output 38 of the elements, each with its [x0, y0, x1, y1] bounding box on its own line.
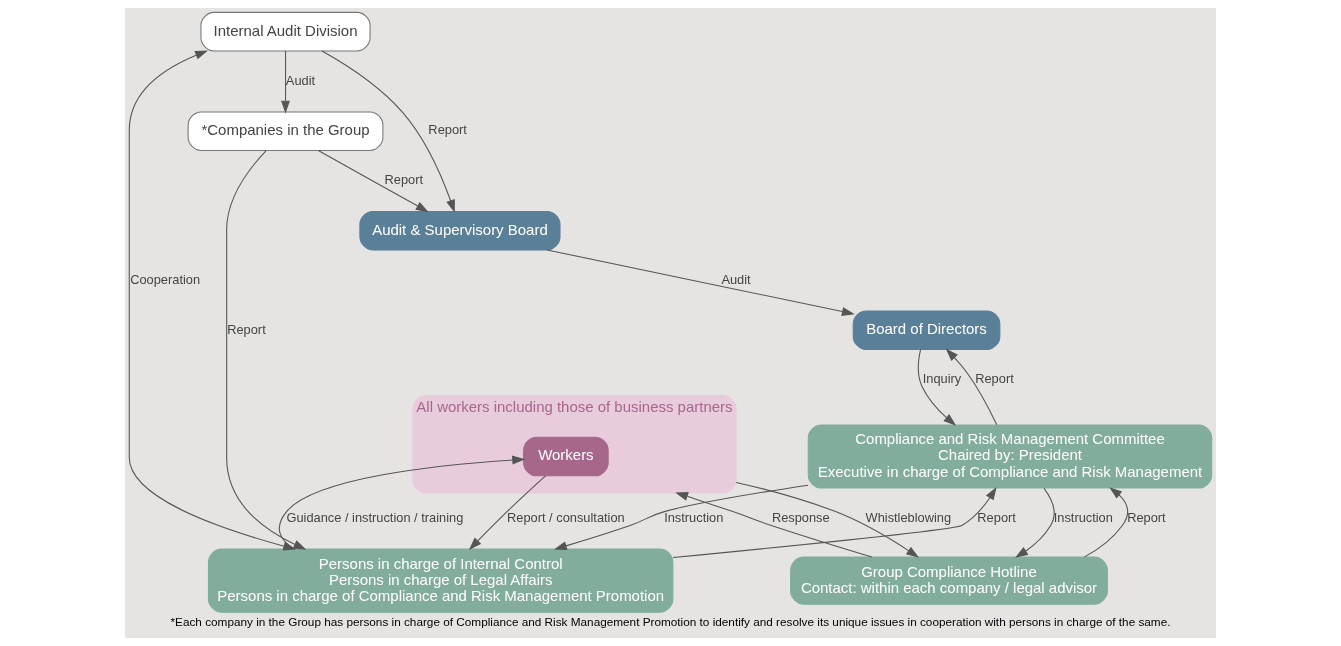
caption: *Each company in the Group has persons in charge of Compliance and Risk Management Promotion to identify and resolve its unique issues in cooperation with persons in charge of the same. [170, 614, 1171, 628]
node-box: *Companies in the Group [187, 111, 384, 151]
edge-label: Report [975, 371, 1014, 387]
edge-label: Audit [721, 271, 751, 287]
arrow [321, 50, 455, 213]
node-box: Audit & Supervisory Board [359, 210, 561, 251]
arrow [1015, 487, 1055, 558]
arrow [553, 484, 809, 551]
node-box: Workers [523, 436, 609, 477]
edge-label: Report [428, 122, 467, 138]
node-box: Persons in charge of Internal Control Persons in charge of Legal Affairs Persons in charge of Compliance and Risk Management Promotion [207, 548, 674, 613]
node-box: Board of Directors [852, 310, 1001, 351]
edge-label: Report [977, 509, 1016, 525]
arrow [675, 492, 873, 558]
node-box: Compliance and Risk Management Committee Chaired by: President Executive in charge of Compliance and Risk Management [807, 424, 1213, 489]
edge-label: Audit [285, 72, 316, 88]
arrow [317, 150, 429, 213]
edge-label: Whistleblowing [865, 509, 952, 525]
edge-label: Guidance / instruction / training [286, 509, 464, 525]
node-box: Internal Audit Division [200, 11, 371, 52]
edge-label: Inquiry [922, 371, 962, 387]
edge-label: Report / consultation [507, 509, 625, 525]
arrow [735, 481, 920, 558]
node-box: Group Compliance Hotline Contact: within each company / legal advisor [790, 556, 1108, 605]
arrow [672, 487, 997, 559]
arrow [468, 475, 547, 550]
arrow [917, 349, 957, 426]
edge-label: Instruction [664, 509, 724, 525]
arrow [281, 50, 291, 114]
edge-label: Response [771, 509, 830, 525]
edge-label: Report [1127, 509, 1166, 525]
edge-label: Instruction [1053, 509, 1113, 525]
arrow [1083, 487, 1129, 558]
edge-label: Report [384, 172, 424, 188]
edge-label: Report [227, 321, 266, 337]
arrow [546, 249, 855, 316]
arrow [945, 348, 998, 426]
edge-label: Cooperation [130, 271, 201, 287]
